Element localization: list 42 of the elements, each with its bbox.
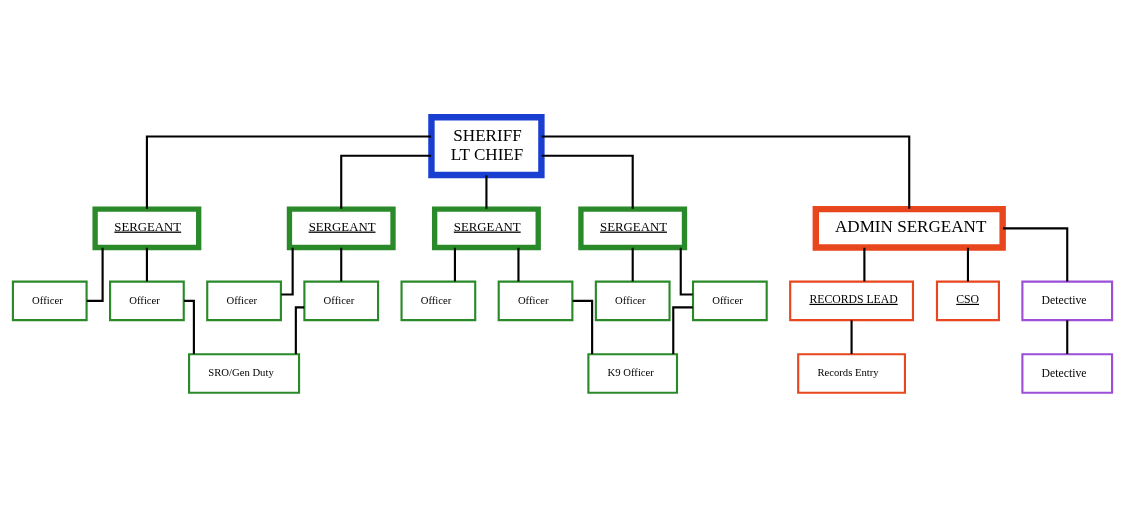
connector (340, 247, 343, 282)
node-box: Officer (303, 280, 380, 322)
node-box: SERGEANT (431, 206, 541, 251)
connector (453, 247, 456, 282)
connector (541, 154, 634, 209)
node-box: SRO/Gen Duty (188, 353, 301, 394)
node-box: Officer (400, 280, 477, 322)
connector (863, 247, 866, 282)
connector (517, 247, 520, 282)
node-box: Detective (1021, 280, 1114, 322)
connector (340, 154, 432, 209)
connector (966, 247, 970, 282)
connector (281, 247, 294, 296)
connector (672, 306, 693, 354)
connector (485, 175, 488, 209)
node-box: SERGEANT (286, 206, 396, 251)
connector (294, 306, 305, 354)
node-box: Officer (206, 280, 282, 322)
node-box: Detective (1021, 353, 1114, 394)
connector (679, 247, 693, 296)
node-box: ADMIN SERGEANT (812, 205, 1006, 251)
connector (183, 299, 195, 355)
node-box: SERGEANT (578, 206, 688, 251)
node-box: SHERIFF LT CHIEF (428, 114, 545, 179)
connector (145, 247, 148, 282)
node-box: SERGEANT (92, 206, 202, 251)
node-box: Officer (11, 280, 88, 322)
node-box: Officer (691, 280, 768, 322)
node-box: CSO (935, 280, 1000, 322)
node-box: Records Entry (797, 353, 907, 394)
connector (572, 299, 594, 355)
node-box: Officer (594, 280, 671, 322)
connector (145, 135, 432, 209)
connector (631, 247, 634, 282)
node-box: K9 Officer (587, 353, 679, 394)
connector (1066, 320, 1069, 354)
connector (1002, 227, 1069, 282)
node-box: Officer (497, 280, 574, 322)
connector (541, 135, 911, 209)
node-box: Officer (109, 280, 185, 322)
connector (850, 320, 853, 354)
node-box: RECORDS LEAD (789, 280, 915, 322)
